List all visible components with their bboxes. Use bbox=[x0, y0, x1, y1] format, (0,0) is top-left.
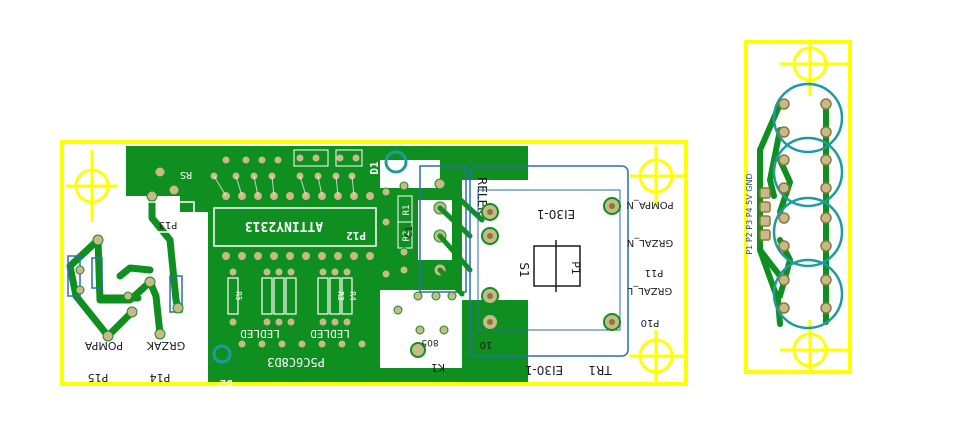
header-traces-top bbox=[213, 175, 355, 197]
label-r1: R1 bbox=[402, 205, 412, 216]
seg-pads-bottom bbox=[237, 339, 367, 349]
transformer-inner bbox=[477, 189, 621, 331]
d1-r-pads bbox=[381, 181, 409, 279]
label-p15: P15 bbox=[88, 371, 109, 384]
label-k1: K1 bbox=[431, 361, 445, 374]
label-r2: R2 bbox=[402, 231, 412, 242]
label-e130-top: EI30-1 bbox=[537, 207, 575, 221]
footprint-p13 bbox=[133, 201, 195, 233]
label-grzal-l: GRZAL_L bbox=[627, 285, 672, 296]
diode-d2-pad bbox=[212, 344, 232, 364]
label-sw4: SW4 bbox=[799, 287, 808, 305]
label-d1: D1 bbox=[368, 161, 381, 175]
label-ledled-b: LEDLED bbox=[310, 327, 350, 340]
label-pseg: P5C6C8D3 bbox=[267, 355, 325, 369]
side-traces bbox=[757, 101, 829, 327]
label-pompa: POMPA bbox=[84, 339, 123, 352]
mount-hole-right-bottom bbox=[630, 330, 686, 384]
transformer-pad-holes bbox=[487, 203, 615, 325]
left-pads bbox=[75, 166, 184, 342]
header-outline-top-far bbox=[335, 149, 363, 167]
label-p11: P11 bbox=[645, 267, 664, 278]
label-r4: R4 bbox=[348, 291, 357, 301]
footprint-r-left bbox=[91, 257, 103, 289]
label-805: 805 bbox=[421, 337, 438, 347]
label-r3: R3 bbox=[336, 291, 345, 301]
label-p10: P10 bbox=[641, 317, 660, 328]
mount-hole-right-top bbox=[630, 146, 686, 206]
label-grzal-n: GRZAL_N bbox=[627, 237, 673, 248]
label-ledled-a: LEDLED bbox=[240, 327, 280, 340]
label-d2: D2 bbox=[219, 377, 232, 390]
footprint-p15 bbox=[67, 255, 81, 297]
relay-traces bbox=[437, 187, 485, 297]
label-e130-bottom: EI30-1 bbox=[525, 363, 563, 377]
label-tr1: TR1 bbox=[588, 363, 612, 377]
label-rs: RS bbox=[180, 169, 192, 180]
label-ten: 10 bbox=[480, 339, 493, 350]
main-board: POMPA P15 GRZAK P14 P13 RS ATTINY2313 P1… bbox=[60, 140, 688, 390]
label-p14: P14 bbox=[150, 371, 171, 384]
switch-s1-body bbox=[533, 245, 581, 287]
k1-pads bbox=[393, 291, 457, 335]
label-r5: R5 bbox=[234, 291, 243, 301]
side-board: P1 P2 P3 P4 5V GND SW1 SW2 SW3 SW4 bbox=[744, 40, 852, 374]
side-board-outline bbox=[744, 40, 852, 374]
label-p1: P1 bbox=[569, 261, 582, 275]
copper-cutout-top bbox=[380, 160, 440, 188]
transformer-outline bbox=[469, 165, 629, 357]
main-board-outline bbox=[60, 140, 688, 386]
label-sw3: SW3 bbox=[799, 225, 808, 243]
label-pompa-n: POMPA_N bbox=[626, 199, 673, 210]
resistor-bank: R4 R3 R5 bbox=[227, 267, 357, 327]
label-s1: S1 bbox=[517, 262, 531, 277]
side-switch-circles bbox=[772, 82, 844, 330]
label-c1: C1 bbox=[405, 226, 415, 238]
label-connector: P1 P2 P3 P4 5V GND bbox=[745, 173, 754, 254]
label-attiny: ATTINY2313 bbox=[245, 218, 323, 233]
side-mount-hole-top bbox=[780, 42, 850, 96]
label-p13: P13 bbox=[159, 219, 178, 230]
label-grzak: GRZAK bbox=[146, 339, 185, 352]
side-connector-pads bbox=[759, 187, 771, 241]
k1-via bbox=[410, 342, 426, 358]
chip-attiny-body bbox=[213, 207, 377, 247]
label-sw1: SW1 bbox=[799, 111, 808, 129]
label-p12: P12 bbox=[346, 229, 366, 242]
chip-pins-bottom bbox=[221, 251, 375, 261]
header-outline-top-right bbox=[293, 149, 329, 167]
mount-hole-left bbox=[66, 150, 118, 222]
left-traces bbox=[66, 192, 182, 340]
header-pads-top bbox=[209, 153, 361, 181]
side-pads bbox=[778, 98, 832, 314]
diode-d1-pad bbox=[384, 150, 408, 174]
label-sw2: SW2 bbox=[799, 165, 808, 183]
